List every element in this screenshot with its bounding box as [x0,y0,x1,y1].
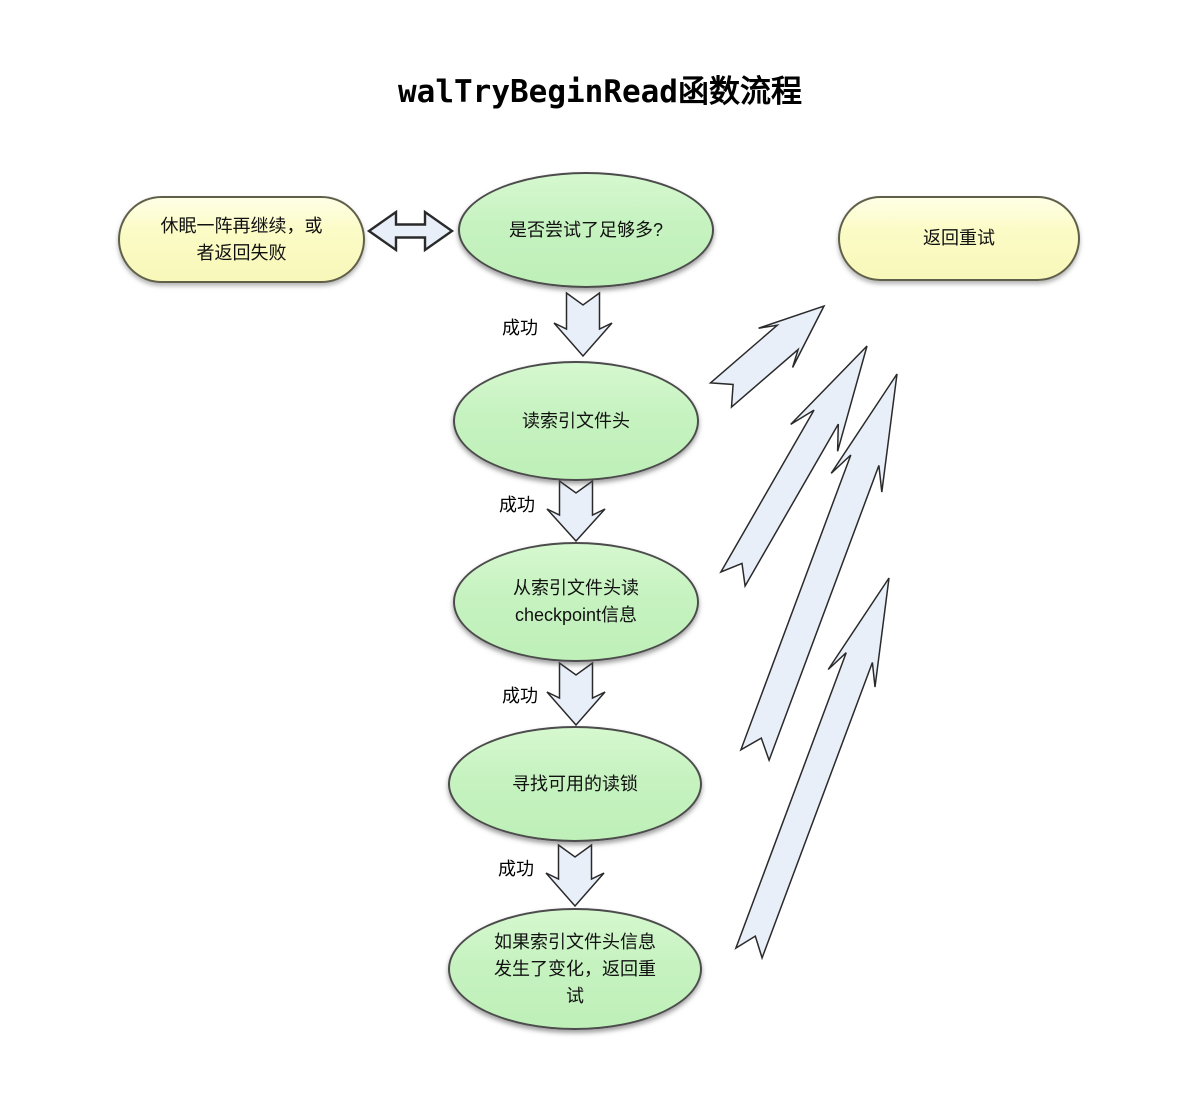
node-find-read-lock: 寻找可用的读锁 [448,726,702,842]
node-read-checkpoint-info-label: 从索引文件头读 checkpoint信息 [513,578,639,625]
node-read-index-header: 读索引文件头 [453,361,699,481]
node-return-retry: 返回重试 [838,196,1080,281]
node-find-read-lock-label: 寻找可用的读锁 [512,773,638,794]
arrow-findlock-to-recheck [545,843,605,908]
arrow-recheck-to-retry [734,577,890,961]
edge-label-success-3: 成功 [502,686,538,706]
arrow-checkpoint-to-findlock [546,661,606,727]
edge-label-success-1: 成功 [502,318,538,338]
node-recheck-header-retry: 如果索引文件头信息 发生了变化，返回重 试 [448,908,702,1030]
arrow-sleep-check-double [366,209,455,253]
arrow-checkpoint-to-retry [719,345,868,589]
node-read-index-header-label: 读索引文件头 [522,410,630,431]
diagram-title: walTryBeginRead函数流程 [398,74,802,110]
arrow-check-to-readheader [553,291,613,358]
arrow-findlock-to-retry [739,373,898,763]
edge-label-success-4: 成功 [498,859,534,879]
node-sleep-or-fail: 休眠一阵再继续，或 者返回失败 [118,196,365,283]
node-read-checkpoint-info: 从索引文件头读 checkpoint信息 [453,542,699,662]
edge-label-success-2: 成功 [499,495,535,515]
arrow-readheader-to-checkpoint [546,479,606,543]
node-check-tries: 是否尝试了足够多? [458,172,714,288]
arrow-readheader-to-retry [708,304,826,409]
node-check-tries-label: 是否尝试了足够多? [508,219,663,240]
node-sleep-or-fail-label: 休眠一阵再继续，或 者返回失败 [160,215,323,263]
node-recheck-header-retry-label: 如果索引文件头信息 发生了变化，返回重 试 [494,931,656,1006]
node-return-retry-label: 返回重试 [923,228,995,248]
